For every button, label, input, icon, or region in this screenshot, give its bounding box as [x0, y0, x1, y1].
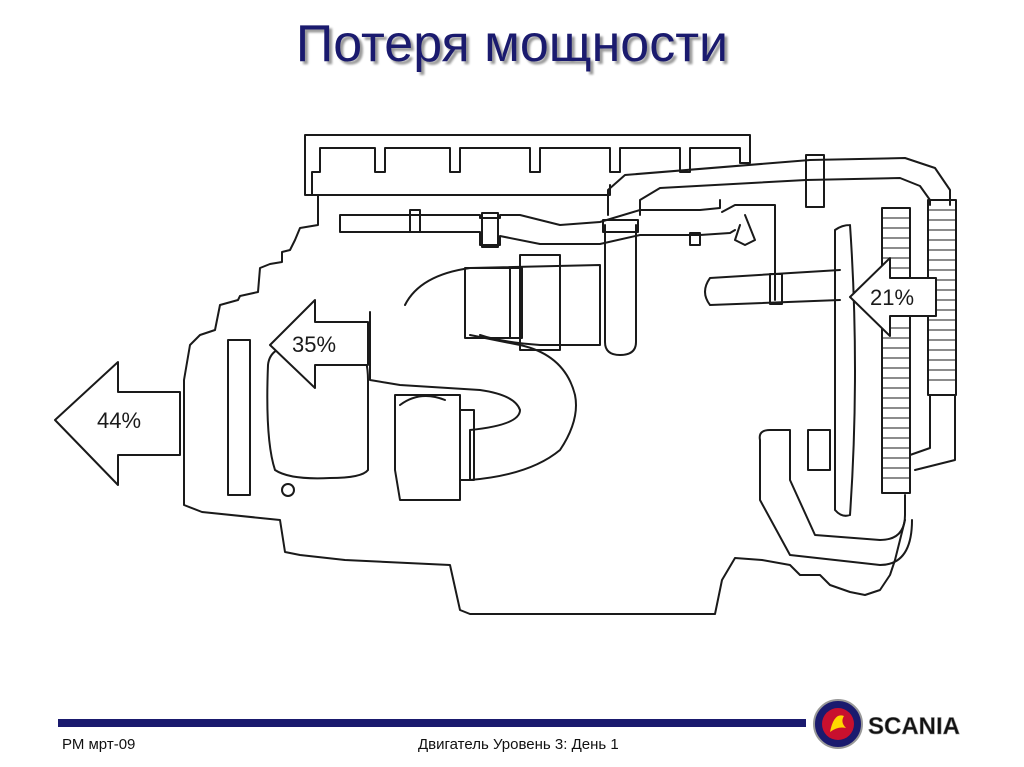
- arrow-label-cooling: 21%: [870, 285, 914, 310]
- drain-plug: [281, 483, 295, 497]
- manifold-bracket: [689, 232, 701, 246]
- radiator-hatching: [882, 209, 956, 479]
- exhaust-manifold: [227, 339, 251, 496]
- vertical-pipe-clamp: [602, 219, 639, 233]
- slide-title: Потеря мощности: [295, 15, 729, 73]
- intake-elbow: [721, 204, 776, 301]
- arrow-turbo-loss: [269, 299, 369, 389]
- turbine-detail: [394, 394, 461, 501]
- engine-power-loss-diagram: 44% 35% 21%: [54, 134, 957, 615]
- manifold-clamp: [481, 212, 499, 248]
- vertical-charge-pipe: [604, 224, 637, 356]
- footer-left-text: РМ мрт-09: [62, 736, 136, 753]
- scania-logo: SCANIA: [813, 699, 960, 749]
- charge-air-pipe-upper: [607, 157, 951, 216]
- fan-hub: [807, 429, 831, 471]
- turbo-housing: [404, 264, 601, 346]
- intake-manifold: [339, 199, 736, 246]
- cylinder-head-outline: [304, 134, 751, 196]
- footer-center-text: Двигатель Уровень 3: День 1: [418, 736, 619, 753]
- arrow-cooling-loss: [849, 257, 937, 337]
- exhaust-elbow: [369, 311, 577, 481]
- footer-divider-bar: [58, 719, 806, 727]
- arrow-label-exhaust: 44%: [97, 408, 141, 433]
- head-lower-edge: [311, 184, 611, 196]
- radiator-inlet-pipe: [704, 269, 841, 306]
- arrow-label-turbo: 35%: [292, 332, 336, 357]
- turbine-flange: [459, 409, 475, 481]
- turbo-compressor: [464, 267, 511, 339]
- turbo-outlet: [519, 254, 561, 351]
- lower-radiator-hose: [758, 429, 913, 566]
- pipe-coupling: [805, 154, 825, 208]
- arrow-exhaust-loss: [54, 361, 181, 486]
- hose-return: [909, 394, 956, 471]
- radiator-core: [881, 207, 911, 494]
- fan-shroud: [834, 224, 856, 517]
- scania-wordmark: SCANIA: [868, 713, 960, 740]
- manifold-flange: [409, 209, 421, 233]
- radiator-pipe-clamp: [769, 273, 783, 305]
- engine-block-outline: [183, 139, 906, 615]
